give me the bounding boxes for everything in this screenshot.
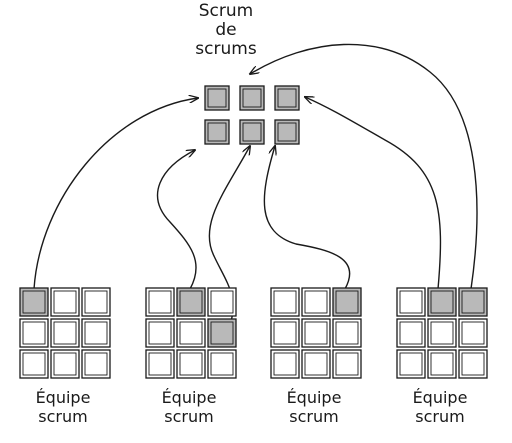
team-grid-4 [396,287,488,379]
team-2-member-cell-1-1 [176,318,206,348]
team-3-representative-cell-0-2 [332,287,362,317]
team-grid-3 [270,287,362,379]
team-label-2-line-2: scrum [164,407,214,426]
team-4-member-cell-2-1 [427,349,457,379]
team-1-member-cell-1-0 [19,318,49,348]
sos-member-cell-0-1 [239,85,265,111]
team-1-member-cell-2-0 [19,349,49,379]
team-grid-2 [145,287,237,379]
team-2-member-cell-2-0 [145,349,175,379]
team-4-representative-cell-0-2 [458,287,488,317]
team-3-member-cell-2-1 [301,349,331,379]
team-label-1-line-1: Équipe [35,388,91,407]
team-2-representative-cell-0-1 [176,287,206,317]
team-2-member-cell-2-2 [207,349,237,379]
team-label-4-line-1: Équipe [412,388,468,407]
team-3-member-cell-0-0 [270,287,300,317]
team-4-member-cell-2-2 [458,349,488,379]
title-line-3: scrums [195,39,257,59]
team-2-member-cell-0-2 [207,287,237,317]
team-label-4-line-2: scrum [415,407,465,426]
arrow-team-4-rep-b [250,43,478,290]
title-line-1: Scrum [198,1,254,21]
team-label-3-line-2: scrum [289,407,339,426]
sos-member-cell-1-1 [239,119,265,145]
team-1-representative-cell-0-0 [19,287,49,317]
team-grid-1 [19,287,111,379]
team-label-1: Équipe scrum [8,388,118,426]
team-4-member-cell-2-0 [396,349,426,379]
team-1-member-cell-2-2 [81,349,111,379]
team-3-member-cell-2-0 [270,349,300,379]
team-label-4: Équipe scrum [385,388,495,426]
arrow-team-2-rep-a [156,150,197,290]
team-3-member-cell-1-1 [301,318,331,348]
team-3-member-cell-0-1 [301,287,331,317]
team-1-member-cell-2-1 [50,349,80,379]
team-2-representative-cell-1-2 [207,318,237,348]
team-1-member-cell-0-1 [50,287,80,317]
arrow-team-4-rep-a [305,97,442,290]
team-label-3-line-1: Équipe [286,388,342,407]
team-label-2: Équipe scrum [134,388,244,426]
team-4-member-cell-0-0 [396,287,426,317]
scrum-of-scrums-title: Scrum de scrums [176,2,276,59]
team-label-3: Équipe scrum [259,388,369,426]
team-4-member-cell-1-0 [396,318,426,348]
arrow-team-3-rep [263,146,351,290]
team-3-member-cell-2-2 [332,349,362,379]
team-2-member-cell-1-0 [145,318,175,348]
team-label-2-line-1: Équipe [161,388,217,407]
team-1-member-cell-1-1 [50,318,80,348]
sos-member-cell-0-0 [204,85,230,111]
team-4-member-cell-1-1 [427,318,457,348]
team-1-member-cell-1-2 [81,318,111,348]
sos-member-cell-0-2 [274,85,300,111]
team-3-member-cell-1-0 [270,318,300,348]
team-3-member-cell-1-2 [332,318,362,348]
team-1-member-cell-0-2 [81,287,111,317]
team-2-member-cell-0-0 [145,287,175,317]
team-2-member-cell-2-1 [176,349,206,379]
team-label-1-line-2: scrum [38,407,88,426]
team-grids [19,287,488,379]
title-line-2: de [215,20,237,40]
team-4-member-cell-1-2 [458,318,488,348]
scrum-of-scrums-grid [204,85,300,145]
sos-member-cell-1-2 [274,119,300,145]
arrow-team-1-rep [33,98,198,290]
team-4-representative-cell-0-1 [427,287,457,317]
sos-member-cell-1-0 [204,119,230,145]
